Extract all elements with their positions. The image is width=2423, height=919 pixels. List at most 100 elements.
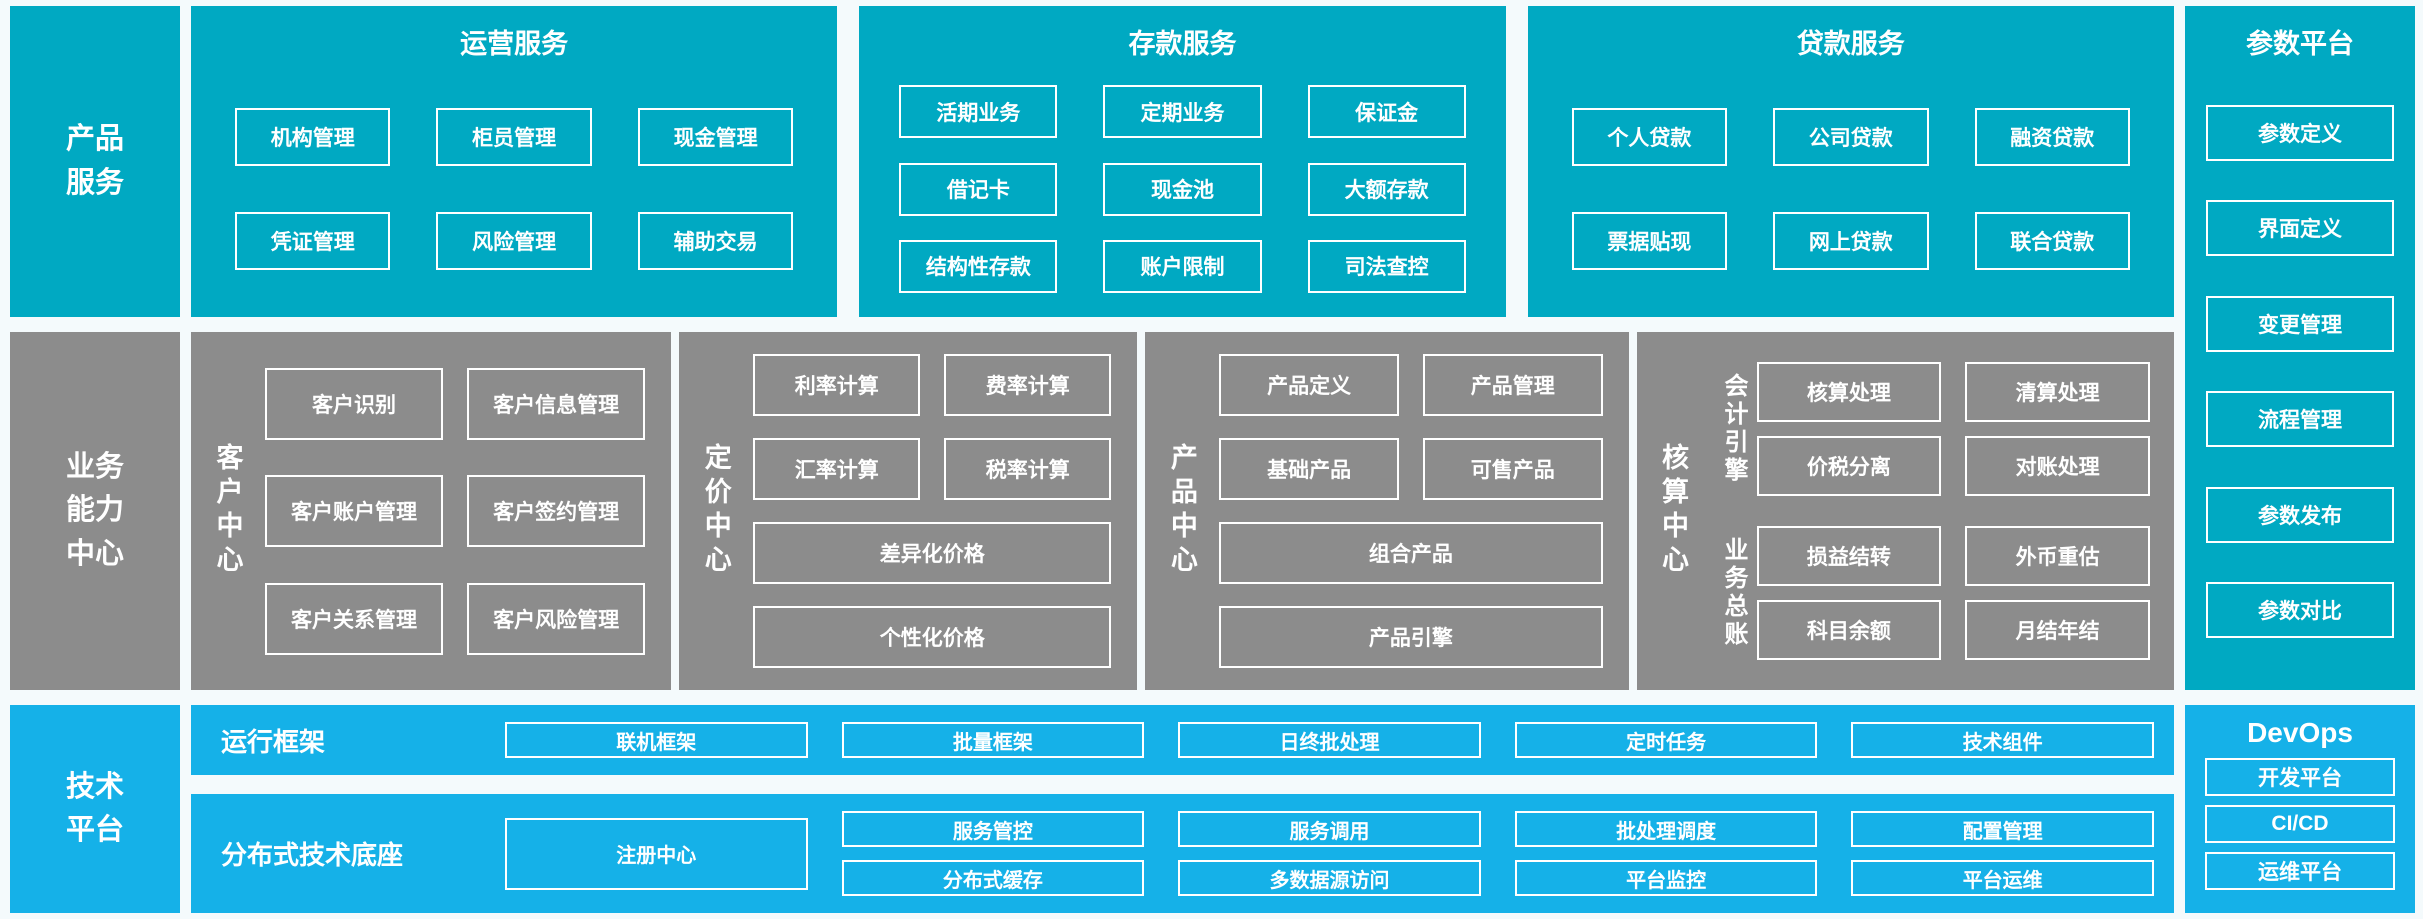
accounting-groups: 会计引擎 核算处理 清算处理 价税分离 对账处理 业务总账 损益结转 外币重估 … xyxy=(1711,332,2174,690)
rail-tech-platform: 技术 平台 xyxy=(10,705,180,913)
group-vertical-label: 会计引擎 xyxy=(1720,373,1748,485)
module-box: 客户签约管理 xyxy=(467,475,646,547)
module-box: 大额存款 xyxy=(1307,162,1466,216)
capability-row: 客户中心 客户识别 客户信息管理 客户账户管理 客户签约管理 客户关系管理 客户… xyxy=(191,332,2174,690)
group-vertical-label: 业务总账 xyxy=(1720,537,1748,649)
module-box: 服务管控 xyxy=(841,811,1145,847)
module-box: 参数发布 xyxy=(2206,486,2394,543)
module-box: 活期业务 xyxy=(899,85,1058,139)
module-box: 保证金 xyxy=(1307,85,1466,139)
section-vertical-label: 核算中心 xyxy=(1658,443,1689,579)
module-box: 对账处理 xyxy=(1965,436,2150,496)
section-title: 运营服务 xyxy=(460,29,569,59)
module-box: 科目余额 xyxy=(1756,600,1942,660)
module-box: 柜员管理 xyxy=(436,107,592,166)
band-runtime-framework: 运行框架 联机框架 批量框架 日终批处理 定时任务 技术组件 xyxy=(191,705,2174,775)
module-box: 配置管理 xyxy=(1851,811,2154,847)
module-box: 票据贴现 xyxy=(1571,212,1728,271)
module-box: 组合产品 xyxy=(1219,522,1603,584)
section-title: 存款服务 xyxy=(1128,29,1237,59)
module-box: 联机框架 xyxy=(505,722,808,758)
product-services-row: 运营服务 机构管理 柜员管理 现金管理 凭证管理 风险管理 辅助交易 存款服务 … xyxy=(191,6,2174,317)
module-box: 参数定义 xyxy=(2206,104,2394,161)
section-devops: DevOps 开发平台 CI/CD 运维平台 xyxy=(2185,705,2415,913)
module-grid: 利率计算 费率计算 汇率计算 税率计算 差异化价格 个性化价格 xyxy=(753,332,1137,690)
module-box: 个性化价格 xyxy=(753,606,1112,668)
module-box: 客户风险管理 xyxy=(467,582,646,655)
module-box-registry-center: 注册中心 xyxy=(505,817,808,890)
module-box: 税率计算 xyxy=(944,438,1112,500)
module-box: 核算处理 xyxy=(1756,362,1942,422)
module-grid: 个人贷款 公司贷款 融资贷款 票据贴现 网上贷款 联合贷款 xyxy=(1528,61,2174,317)
section-parameter-platform: 参数平台 参数定义 界面定义 变更管理 流程管理 参数发布 参数对比 xyxy=(2185,6,2415,690)
module-box: 汇率计算 xyxy=(753,438,921,500)
module-box: 融资贷款 xyxy=(1974,107,2130,166)
module-box: 损益结转 xyxy=(1756,526,1942,586)
band-label: 分布式技术底座 xyxy=(221,840,404,870)
section-vertical-label: 客户中心 xyxy=(212,443,243,579)
module-box: 利率计算 xyxy=(753,354,921,416)
module-box: 结构性存款 xyxy=(899,239,1058,293)
section-vertical-label: 产品中心 xyxy=(1166,443,1197,579)
module-box: 客户信息管理 xyxy=(467,367,646,440)
module-box: 月结年结 xyxy=(1965,600,2150,660)
module-grid: 核算处理 清算处理 价税分离 对账处理 xyxy=(1756,362,2150,496)
module-box: 现金管理 xyxy=(637,107,794,166)
module-box: 分布式缓存 xyxy=(841,860,1145,896)
section-accounting-center: 核算中心 会计引擎 核算处理 清算处理 价税分离 对账处理 业务总账 损益结转 … xyxy=(1636,332,2174,690)
module-box: 风险管理 xyxy=(436,212,592,271)
module-box: 价税分离 xyxy=(1756,436,1942,496)
module-box: 定时任务 xyxy=(1514,722,1818,758)
module-box: 多数据源访问 xyxy=(1178,860,1481,896)
module-box: 凭证管理 xyxy=(235,212,391,271)
section-vertical-label: 定价中心 xyxy=(700,443,731,579)
module-box: 产品引擎 xyxy=(1219,606,1603,668)
module-box: 网上贷款 xyxy=(1773,212,1929,271)
module-box: 借记卡 xyxy=(899,162,1058,216)
module-box: 个人贷款 xyxy=(1571,107,1728,166)
module-box: 联合贷款 xyxy=(1974,212,2130,271)
tech-platform-rows: 运行框架 联机框架 批量框架 日终批处理 定时任务 技术组件 分布式技术底座 注… xyxy=(191,705,2174,913)
section-operation-services: 运营服务 机构管理 柜员管理 现金管理 凭证管理 风险管理 辅助交易 xyxy=(191,6,838,317)
module-box: 服务调用 xyxy=(1178,811,1481,847)
module-box: 运维平台 xyxy=(2205,852,2395,890)
module-box: 账户限制 xyxy=(1103,239,1262,293)
module-box: 开发平台 xyxy=(2205,758,2395,796)
module-box: 平台监控 xyxy=(1514,860,1818,896)
module-box: 费率计算 xyxy=(944,354,1112,416)
module-box: 客户关系管理 xyxy=(265,582,444,655)
group-business-ledger: 业务总账 损益结转 外币重估 科目余额 月结年结 xyxy=(1711,526,2150,660)
module-box: 定期业务 xyxy=(1103,85,1262,139)
module-box: 参数对比 xyxy=(2206,582,2394,639)
group-accounting-engine: 会计引擎 核算处理 清算处理 价税分离 对账处理 xyxy=(1711,362,2150,496)
module-box: 产品定义 xyxy=(1219,354,1399,416)
module-box: 批量框架 xyxy=(841,722,1145,758)
module-box: 变更管理 xyxy=(2206,295,2394,352)
band-distributed-base: 分布式技术底座 注册中心 服务管控 服务调用 批处理调度 配置管理 分布式缓存 … xyxy=(191,794,2174,913)
module-stack: 参数定义 界面定义 变更管理 流程管理 参数发布 参数对比 xyxy=(2185,61,2415,690)
module-box: 技术组件 xyxy=(1851,722,2154,758)
module-box: 现金池 xyxy=(1103,162,1262,216)
section-title: DevOps xyxy=(2247,717,2353,748)
module-box: 批处理调度 xyxy=(1514,811,1818,847)
module-box: 外币重估 xyxy=(1965,526,2150,586)
module-box: 客户识别 xyxy=(265,367,444,440)
section-product-center: 产品中心 产品定义 产品管理 基础产品 可售产品 组合产品 产品引擎 xyxy=(1145,332,1629,690)
module-box: 机构管理 xyxy=(235,107,391,166)
module-box: 差异化价格 xyxy=(753,522,1112,584)
section-title: 参数平台 xyxy=(2246,29,2354,59)
module-stack: 开发平台 CI/CD 运维平台 xyxy=(2205,749,2395,899)
section-loan-services: 贷款服务 个人贷款 公司贷款 融资贷款 票据贴现 网上贷款 联合贷款 xyxy=(1527,6,2174,317)
module-grid: 产品定义 产品管理 基础产品 可售产品 组合产品 产品引擎 xyxy=(1219,332,1628,690)
module-grid: 活期业务 定期业务 保证金 借记卡 现金池 大额存款 结构性存款 账户限制 司法… xyxy=(859,61,1505,317)
module-box: 流程管理 xyxy=(2206,391,2394,448)
module-box: 界面定义 xyxy=(2206,200,2394,257)
module-box: 基础产品 xyxy=(1219,438,1399,500)
module-box: 平台运维 xyxy=(1851,860,2154,896)
module-box: 日终批处理 xyxy=(1178,722,1481,758)
section-title: 贷款服务 xyxy=(1796,29,1905,59)
module-box: 客户账户管理 xyxy=(265,475,444,547)
module-box: 清算处理 xyxy=(1965,362,2150,422)
section-pricing-center: 定价中心 利率计算 费率计算 汇率计算 税率计算 差异化价格 个性化价格 xyxy=(679,332,1138,690)
module-grid: 客户识别 客户信息管理 客户账户管理 客户签约管理 客户关系管理 客户风险管理 xyxy=(265,332,671,690)
